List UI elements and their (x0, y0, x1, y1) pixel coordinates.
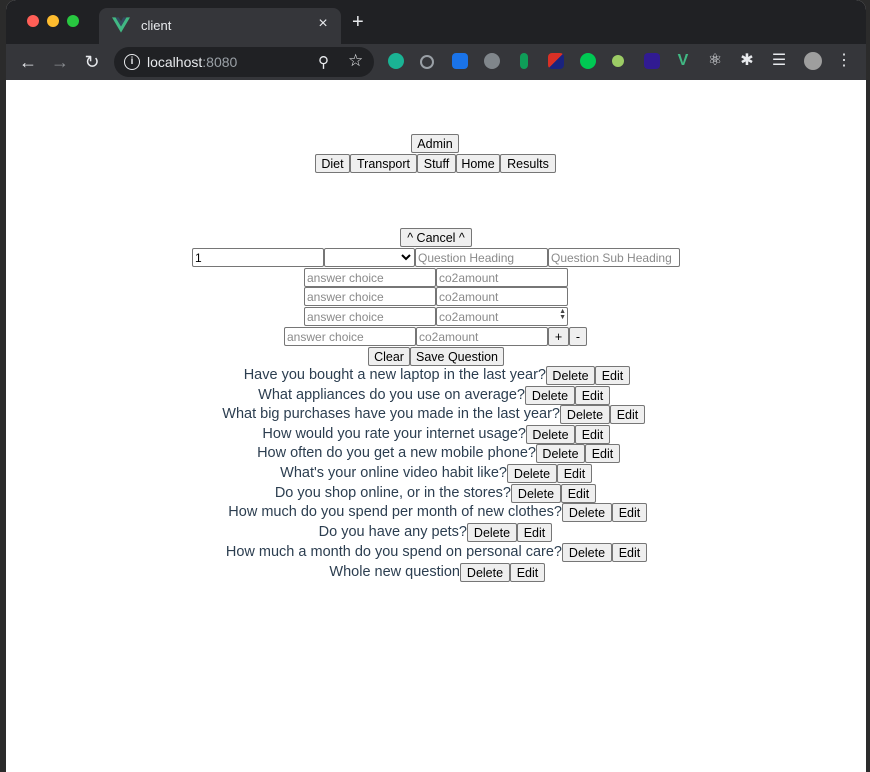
delete-button[interactable]: Delete (526, 425, 575, 444)
vue-devtools-icon[interactable]: V (677, 52, 689, 69)
extension-diagonal-icon[interactable] (548, 53, 564, 69)
nav-stuff-button[interactable]: Stuff (417, 154, 456, 173)
vue-logo-icon (112, 17, 130, 33)
browser-tab[interactable]: client × (99, 8, 341, 44)
answer-choice-input[interactable] (304, 268, 436, 287)
reload-icon[interactable]: ↻ (84, 52, 100, 72)
extension-shield-icon[interactable] (452, 53, 468, 69)
react-devtools-icon[interactable]: ⚛ (707, 52, 723, 69)
profile-avatar[interactable] (804, 52, 822, 70)
edit-button[interactable]: Edit (561, 484, 596, 503)
delete-button[interactable]: Delete (511, 484, 561, 503)
edit-button[interactable]: Edit (557, 464, 592, 483)
extensions-puzzle-icon[interactable]: ✱ (740, 52, 754, 69)
order-input[interactable] (192, 248, 324, 267)
browser-toolbar: ← → ↻ i localhost:8080 ⚲ ☆ V ⚛ ✱ ☰ ⋮ (6, 44, 866, 80)
co2-amount-stepper: ▲▼ (436, 307, 568, 326)
save-question-button[interactable]: Save Question (410, 347, 504, 366)
close-window-button[interactable] (27, 15, 39, 27)
co2-amount-input[interactable] (436, 307, 568, 326)
category-select[interactable] (324, 248, 415, 267)
delete-button[interactable]: Delete (460, 563, 510, 582)
nav-diet-button[interactable]: Diet (315, 154, 350, 173)
edit-button[interactable]: Edit (612, 543, 647, 562)
question-text: Do you shop online, or in the stores? (274, 485, 511, 501)
delete-button[interactable]: Delete (507, 464, 557, 483)
media-queue-icon[interactable]: ☰ (771, 52, 787, 69)
question-text: What's your online video habit like? (280, 465, 507, 481)
question-text: How would you rate your internet usage? (262, 426, 526, 442)
tab-title: client (141, 18, 172, 33)
edit-button[interactable]: Edit (585, 444, 620, 463)
maximize-window-button[interactable] (67, 15, 79, 27)
bookmark-star-icon[interactable]: ☆ (348, 51, 364, 70)
extension-tool-icon[interactable] (612, 55, 624, 67)
address-bar[interactable]: i localhost:8080 ⚲ ☆ (114, 47, 374, 77)
question-text: How much a month do you spend on persona… (225, 544, 562, 560)
nav-transport-button[interactable]: Transport (350, 154, 417, 173)
question-text: How often do you get a new mobile phone? (257, 445, 536, 461)
nav-results-button[interactable]: Results (500, 154, 556, 173)
nav-home-button[interactable]: Home (456, 154, 500, 173)
site-info-icon[interactable]: i (124, 54, 140, 70)
delete-button[interactable]: Delete (546, 366, 595, 385)
delete-button[interactable]: Delete (467, 523, 517, 542)
forward-arrow-icon[interactable]: → (51, 52, 69, 72)
edit-button[interactable]: Edit (575, 425, 610, 444)
question-text: Have you bought a new laptop in the last… (243, 367, 546, 383)
delete-button[interactable]: Delete (536, 444, 585, 463)
co2-amount-input[interactable] (436, 287, 568, 306)
url-text: localhost:8080 (147, 54, 238, 70)
delete-button[interactable]: Delete (525, 386, 575, 405)
extension-circle-icon[interactable] (420, 55, 434, 69)
extension-bird-icon[interactable] (520, 53, 528, 69)
spinner-arrows-icon[interactable]: ▲▼ (559, 308, 566, 321)
browser-window: client × + ← → ↻ i localhost:8080 ⚲ ☆ V … (6, 0, 866, 772)
edit-button[interactable]: Edit (595, 366, 630, 385)
edit-button[interactable]: Edit (610, 405, 645, 424)
answer-choice-input[interactable] (284, 327, 416, 346)
question-text: What big purchases have you made in the … (222, 406, 560, 422)
delete-button[interactable]: Delete (560, 405, 610, 424)
extension-face-icon[interactable] (580, 53, 596, 69)
edit-button[interactable]: Edit (612, 503, 647, 522)
co2-amount-input[interactable] (416, 327, 548, 346)
question-text: Whole new question (329, 564, 460, 580)
extension-gear-icon[interactable] (484, 53, 500, 69)
answer-choice-input[interactable] (304, 307, 436, 326)
edit-button[interactable]: Edit (517, 523, 552, 542)
question-subheading-input[interactable] (548, 248, 680, 267)
tab-close-icon[interactable]: × (318, 15, 328, 32)
edit-button[interactable]: Edit (510, 563, 545, 582)
title-bar: client × + (6, 0, 866, 44)
new-tab-button[interactable]: + (352, 11, 364, 33)
co2-amount-input[interactable] (436, 268, 568, 287)
extension-dots-icon[interactable] (644, 53, 660, 69)
zoom-icon[interactable]: ⚲ (318, 54, 329, 71)
minimize-window-button[interactable] (47, 15, 59, 27)
question-text: What appliances do you use on average? (258, 387, 525, 403)
question-heading-input[interactable] (415, 248, 548, 267)
clear-button[interactable]: Clear (368, 347, 410, 366)
kebab-menu-icon[interactable]: ⋮ (836, 52, 852, 69)
answer-choice-input[interactable] (304, 287, 436, 306)
question-text: Do you have any pets? (318, 524, 467, 540)
add-answer-button[interactable]: + (548, 327, 569, 346)
cancel-button[interactable]: ^ Cancel ^ (400, 228, 472, 247)
extension-a-icon[interactable] (388, 53, 404, 69)
remove-answer-button[interactable]: - (569, 327, 587, 346)
edit-button[interactable]: Edit (575, 386, 610, 405)
delete-button[interactable]: Delete (562, 543, 612, 562)
app-page: Admin Diet Transport Stuff Home Results … (6, 80, 866, 772)
delete-button[interactable]: Delete (562, 503, 612, 522)
back-arrow-icon[interactable]: ← (19, 52, 37, 72)
question-text: How much do you spend per month of new c… (228, 504, 562, 520)
admin-button[interactable]: Admin (411, 134, 459, 153)
